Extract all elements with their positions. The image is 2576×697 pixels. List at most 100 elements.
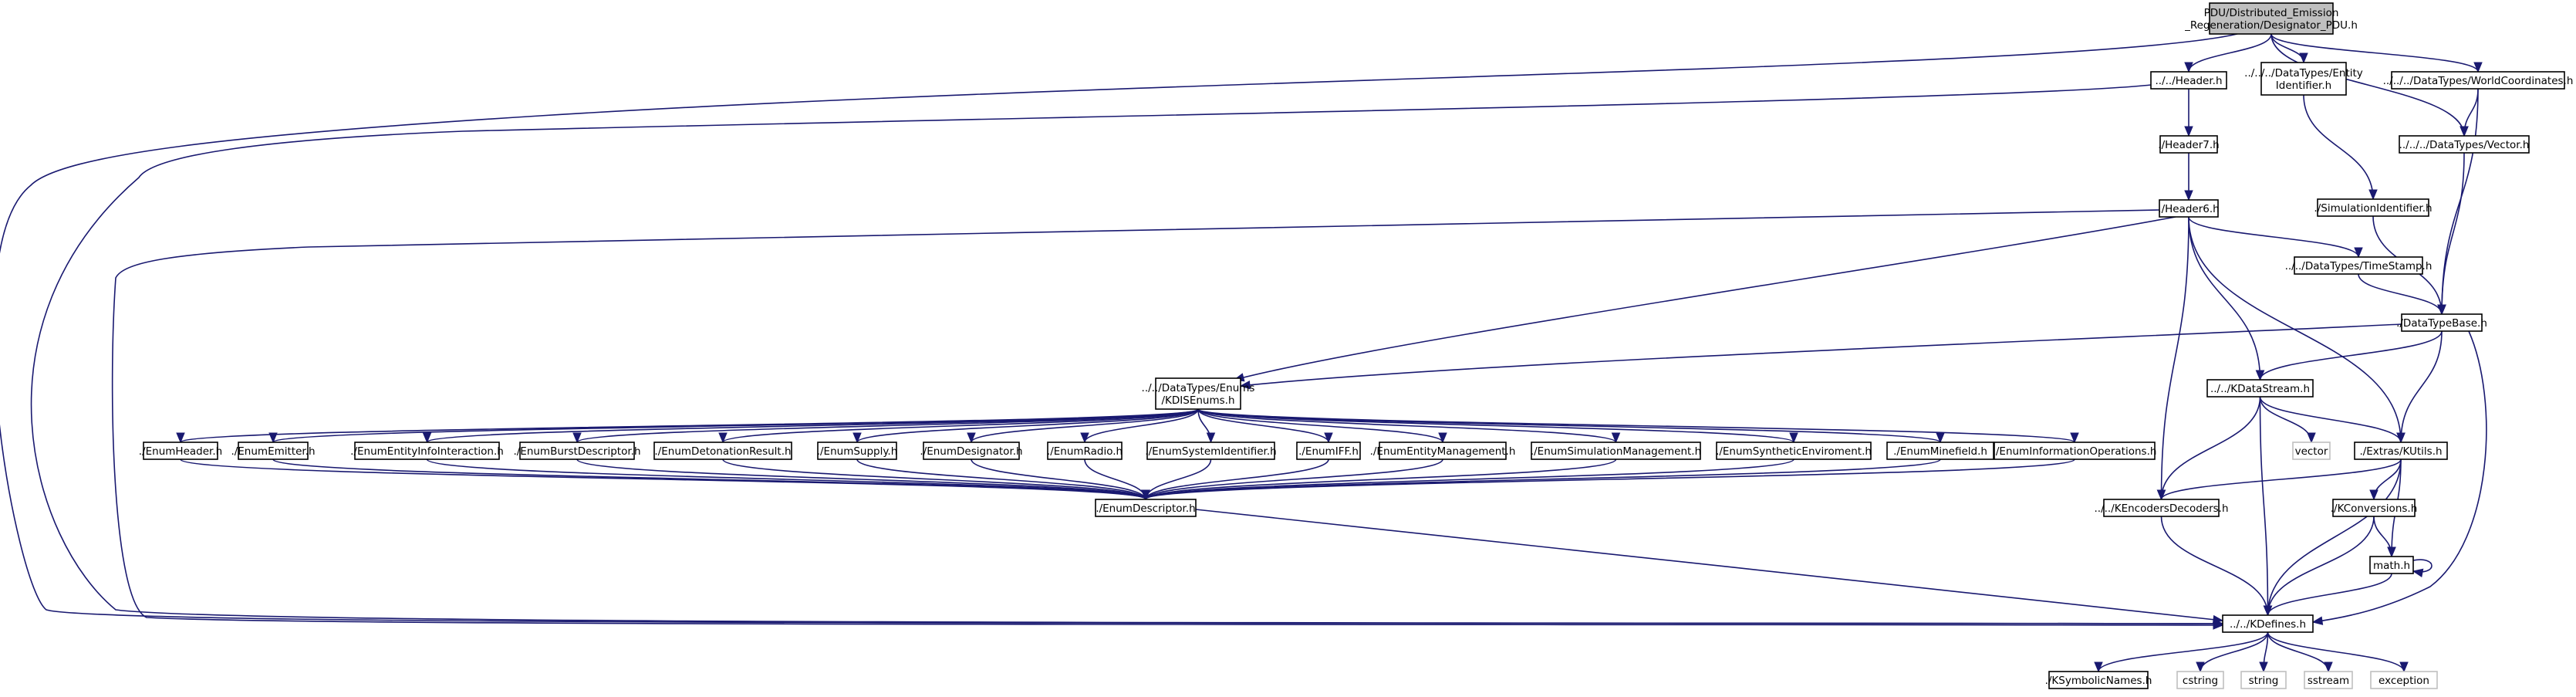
node-simid[interactable]: ./SimulationIdentifier.h (2314, 198, 2433, 217)
node-enumdescriptor[interactable]: ./EnumDescriptor.h (1095, 499, 1197, 517)
edge-kutils-to-kencoders (2156, 458, 2402, 501)
node-label: ./EnumSyntheticEnviroment.h (1716, 445, 1872, 458)
node-enumentityinfo[interactable]: ./EnumEntityInfoInteraction.h (350, 442, 504, 460)
node-label: ../../DataTypes/Enums (1142, 382, 1255, 394)
node-box (519, 442, 635, 460)
node-enumdesignator[interactable]: ./EnumDesignator.h (920, 442, 1023, 460)
node-enuminfoops[interactable]: ./EnumInformationOperations.h (1993, 442, 2157, 460)
node-box (2354, 442, 2448, 460)
node-worldcoord[interactable]: ../../../DataTypes/WorldCoordinates.h (2383, 71, 2574, 90)
edge-kdatastream-to-kdefines (2259, 396, 2273, 617)
edge-kdisenums-to-enumheader (176, 408, 1199, 444)
edge-kdefines-to-string (2259, 631, 2269, 673)
node-label: Identifier.h (2276, 80, 2331, 92)
edge-kutils-to-kdefines (2263, 458, 2402, 617)
edge-datatypebase-to-kdefines (2311, 330, 2487, 625)
node-label: ./Header7.h (2158, 139, 2219, 151)
node-box (2317, 198, 2429, 217)
node-box (923, 442, 1020, 460)
node-box (354, 442, 500, 460)
node-box (2332, 499, 2416, 517)
node-label: ./EnumHeader.h (139, 445, 222, 458)
edge-kdefines-to-ksymbolic (2094, 631, 2269, 673)
edges-layer (0, 33, 2487, 673)
node-enumsysid[interactable]: ./EnumSystemIdentifier.h (1145, 442, 1277, 460)
node-enumminefield[interactable]: ./EnumMinefield.h (1886, 442, 1994, 460)
node-enumsupply[interactable]: ./EnumSupply.h (817, 442, 898, 460)
node-box (1379, 442, 1507, 460)
edge-header6-to-kencoders (2156, 216, 2189, 501)
node-label: ./SimulationIdentifier.h (2314, 202, 2432, 215)
edge-kdatastream-to-kencoders (2156, 396, 2261, 501)
edge-header7-to-header6 (2184, 153, 2193, 201)
node-kencoders[interactable]: ../../KEncodersDecoders.h (2094, 499, 2229, 517)
node-enumdetonation[interactable]: ./EnumDetonationResult.h (653, 442, 792, 460)
edge-timestamp-to-datatypebase (2358, 273, 2446, 316)
node-timestamp[interactable]: ../../DataTypes/TimeStamp.h (2285, 256, 2433, 275)
edge-root-to-kdefines (0, 33, 2238, 628)
node-label: ./EnumSimulationManagement.h (1531, 445, 1701, 458)
node-enumiff[interactable]: ./EnumIFF.h (1296, 442, 1361, 460)
edge-kdisenums-to-enumiff (1197, 408, 1333, 444)
node-math[interactable]: math.h (2369, 556, 2414, 574)
node-box (2159, 135, 2218, 154)
node-label: ./EnumInformationOperations.h (1993, 445, 2157, 458)
node-datatypebase[interactable]: ./DataTypeBase.h (2396, 313, 2487, 332)
edge-kdatastream-to-kutils (2259, 396, 2406, 444)
edge-datatypebase-to-kdatastream (2255, 330, 2443, 381)
node-box (2391, 71, 2565, 90)
node-header6[interactable]: ./Header6.h (2158, 199, 2220, 218)
node-kutils[interactable]: ./Extras/KUtils.h (2354, 442, 2448, 460)
node-box (817, 442, 897, 460)
node-enumburst[interactable]: ./EnumBurstDescriptor.h (513, 442, 641, 460)
node-kdatastream[interactable]: ../../KDataStream.h (2206, 379, 2314, 398)
node-kconversions[interactable]: ./KConversions.h (2331, 499, 2418, 517)
node-box (1296, 442, 1361, 460)
edge-kdisenums-to-enumdesignator (967, 408, 1199, 444)
node-label: ../../KDefines.h (2230, 618, 2306, 631)
node-sstream: sstream (2304, 671, 2353, 689)
node-enumentitymgmt[interactable]: ./EnumEntityManagement.h (1370, 442, 1516, 460)
node-box (2222, 614, 2314, 633)
edge-kdisenums-to-enumsynthetic (1197, 408, 1798, 444)
node-box (2240, 671, 2287, 689)
node-label: ./EnumDetonationResult.h (654, 445, 791, 458)
node-label: PDU/Distributed_Emission (2204, 7, 2339, 19)
node-label: ./EnumRadio.h (1047, 445, 1123, 458)
edge-entityid-to-simid (2303, 94, 2378, 201)
node-box (2209, 2, 2334, 35)
node-box (2292, 442, 2331, 460)
node-ksymbolic[interactable]: ./KSymbolicNames.h (2045, 671, 2152, 689)
node-enumemitter[interactable]: ./EnumEmitter.h (231, 442, 316, 460)
node-label: ../../Header.h (2155, 75, 2222, 87)
node-label: ./EnumEmitter.h (231, 445, 315, 458)
node-enumsimmgmt[interactable]: ./EnumSimulationManagement.h (1531, 442, 1701, 460)
node-box (2304, 671, 2353, 689)
node-box (2260, 62, 2347, 96)
edge-header6-to-kdatastream (2188, 216, 2265, 381)
node-enumradio[interactable]: ./EnumRadio.h (1047, 442, 1123, 460)
node-vector[interactable]: ../../../DataTypes/Vector.h (2399, 135, 2530, 154)
node-string: string (2240, 671, 2287, 689)
node-enumsynthetic[interactable]: ./EnumSyntheticEnviroment.h (1716, 442, 1872, 460)
node-box (1716, 442, 1872, 460)
edge-kdisenums-to-enumsupply (852, 408, 1199, 444)
node-kdisenums[interactable]: ../../DataTypes/Enums/KDISEnums.h (1142, 377, 1255, 410)
node-label: ./EnumEntityInfoInteraction.h (350, 445, 504, 458)
node-header[interactable]: ../../Header.h (2150, 71, 2227, 90)
node-enumheader[interactable]: ./EnumHeader.h (139, 442, 222, 460)
edge-kdisenums-to-enuminfoops (1197, 408, 2079, 444)
node-label: ../../../DataTypes/Entity (2244, 67, 2363, 80)
node-box (2159, 199, 2219, 218)
node-box (2206, 379, 2314, 398)
edge-kdisenums-to-enumdetonation (718, 408, 1199, 444)
node-kdefines[interactable]: ../../KDefines.h (2222, 614, 2314, 633)
node-header7[interactable]: ./Header7.h (2158, 135, 2220, 154)
node-box (2150, 71, 2227, 90)
edge-kdisenums-to-enumburst (572, 408, 1199, 444)
node-label: ./EnumIFF.h (1298, 445, 1359, 458)
edge-kdefines-to-exception (2267, 631, 2409, 673)
node-box (2103, 499, 2220, 517)
